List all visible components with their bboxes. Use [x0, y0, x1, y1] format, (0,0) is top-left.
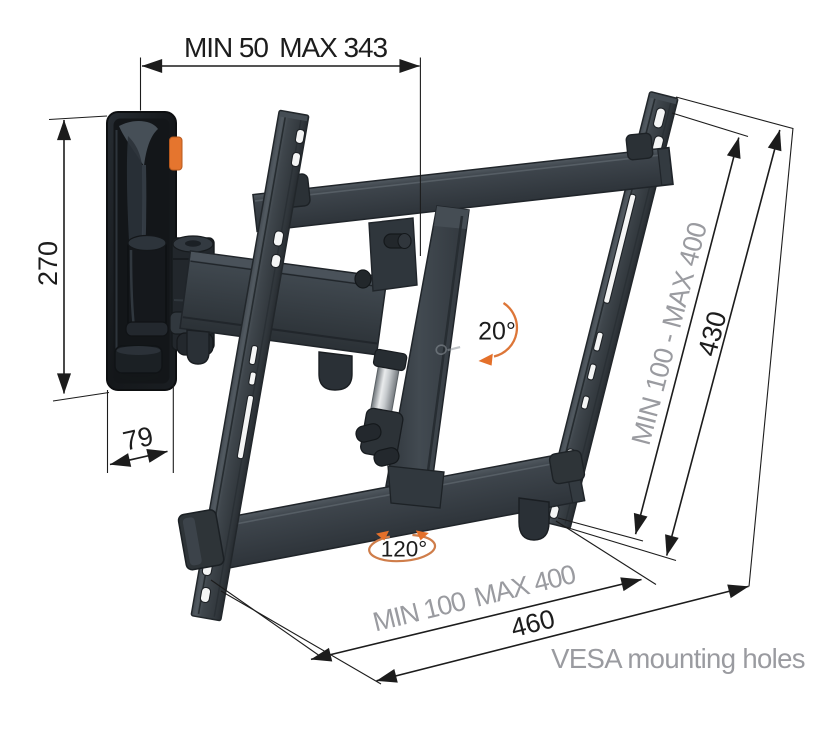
svg-text:79: 79	[120, 421, 156, 457]
svg-text:MIN 50 MAX 343: MIN 50 MAX 343	[184, 32, 388, 63]
svg-text:20°: 20°	[478, 318, 516, 346]
svg-text:VESA mounting holes: VESA mounting holes	[551, 643, 805, 674]
svg-text:270: 270	[33, 241, 63, 286]
